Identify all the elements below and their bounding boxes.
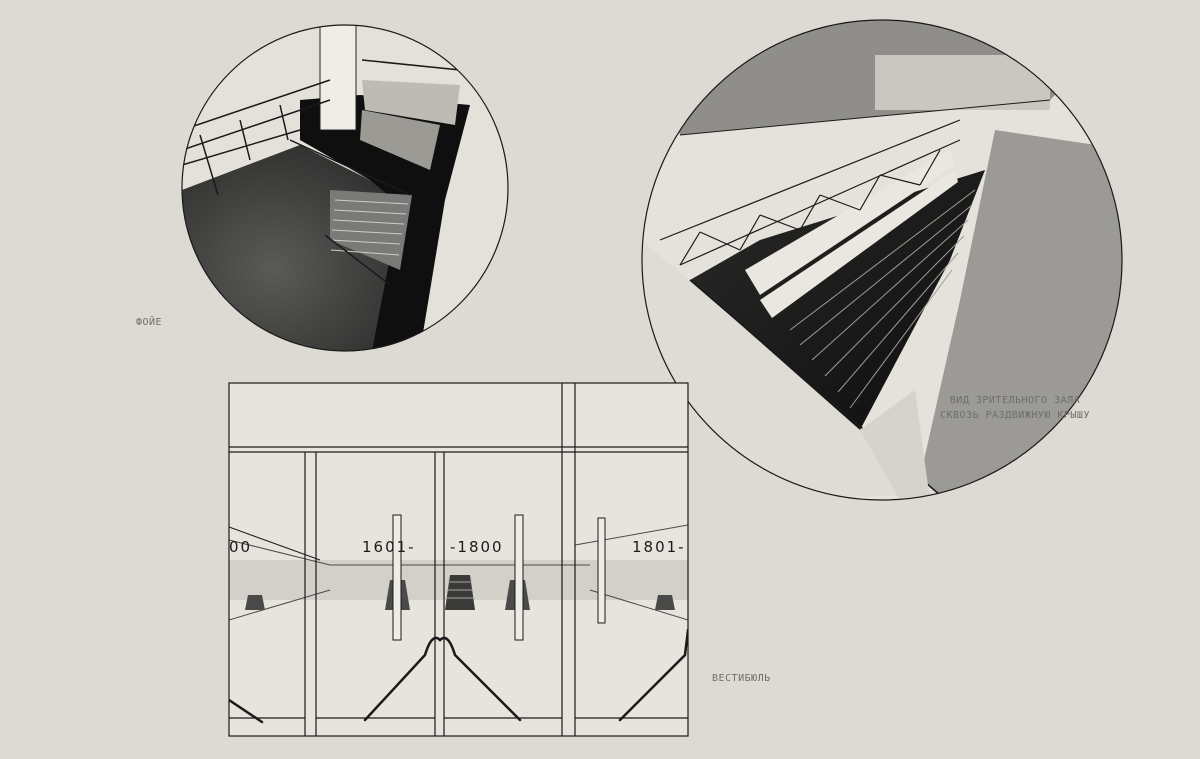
caption-vestibule: ВЕСТИБЮЛЬ — [712, 673, 771, 684]
vestibule-sign-right: 1801- — [632, 538, 686, 556]
foyer-perspective — [181, 24, 509, 352]
vestibule-sign-center-right: -1800 — [450, 538, 504, 556]
vestibule-sign-center-left: 1601- — [362, 538, 416, 556]
auditorium-perspective — [641, 19, 1123, 501]
caption-auditorium: ВИД ЗРИТЕЛЬНОГО ЗАЛА СКВОЗЬ РАЗДВИЖНУЮ К… — [940, 393, 1090, 423]
vestibule-sign-left: 00 — [229, 538, 252, 556]
caption-foyer: ФОЙЕ — [136, 317, 163, 328]
caption-auditorium-line1: ВИД ЗРИТЕЛЬНОГО ЗАЛА — [949, 395, 1081, 406]
vestibule-view: 00 1601- -1800 1801- — [228, 382, 689, 737]
caption-auditorium-line2: СКВОЗЬ РАЗДВИЖНУЮ КРЫШУ — [940, 410, 1090, 421]
